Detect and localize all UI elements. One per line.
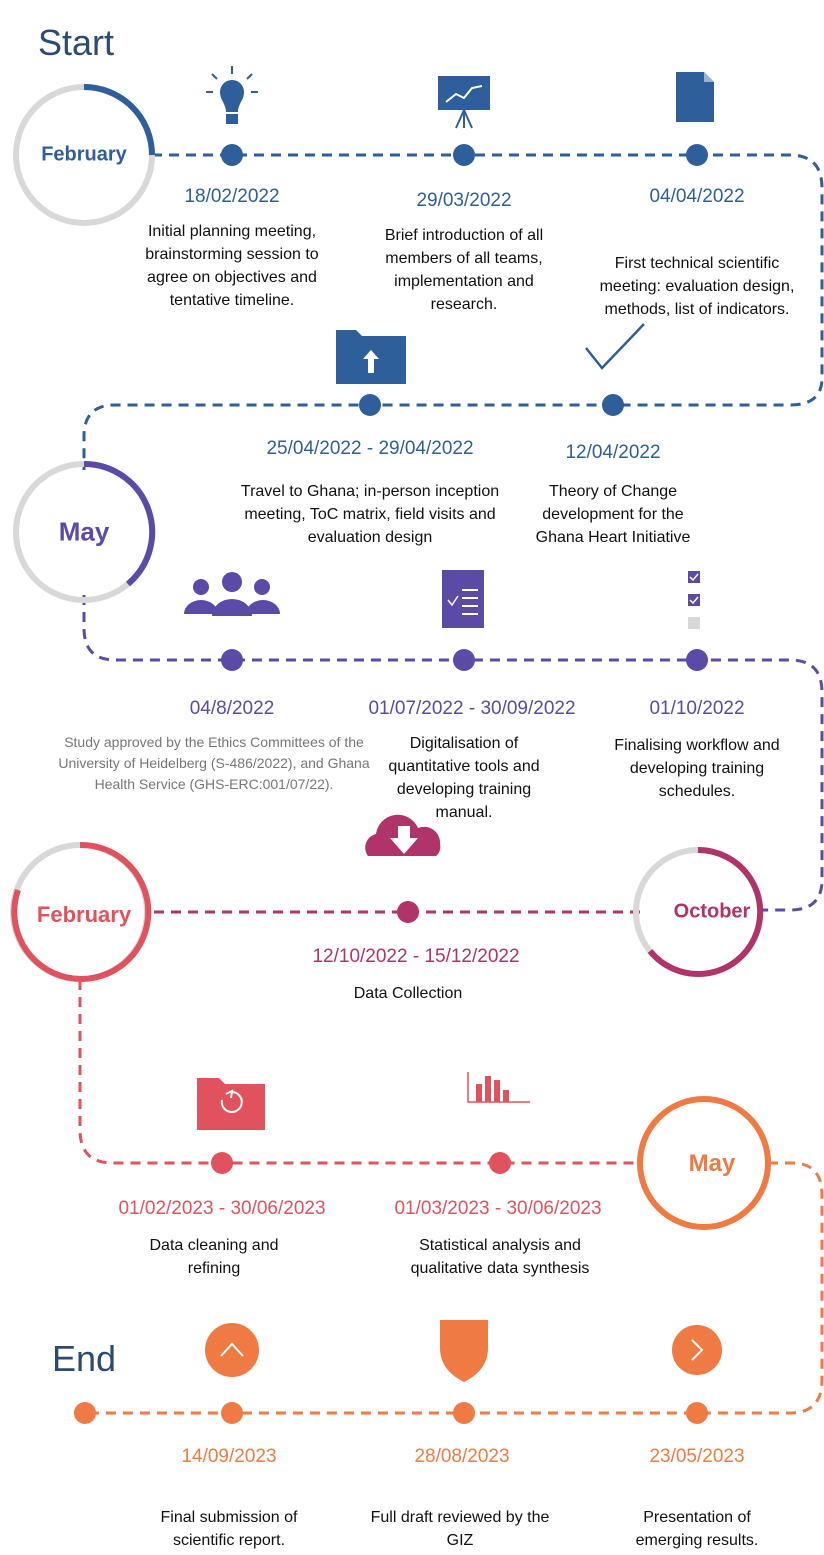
- notepad-checklist-icon: [442, 570, 484, 628]
- milestone-description: First technical scientific meeting: eval…: [599, 255, 795, 318]
- presentation-board-icon: [438, 76, 490, 129]
- milestone-date: 12/10/2022 - 15/12/2022: [312, 946, 520, 967]
- month-label-oct-2022: October: [673, 900, 751, 923]
- month-ring-may-2022: [13, 460, 156, 603]
- connector-row5: [85, 1161, 824, 1415]
- checkmark-icon: [585, 323, 645, 370]
- timeline-node: [74, 1402, 96, 1424]
- milestone-date: 04/04/2022: [649, 186, 745, 207]
- milestone-description: Data cleaning and refining: [149, 1237, 279, 1277]
- lightbulb-icon: [206, 66, 258, 124]
- milestone-description: Finalising workflow and developing train…: [614, 737, 780, 800]
- month-label-may-2022: May: [58, 516, 110, 547]
- milestone-description: Brief introduction of all members of all…: [384, 227, 544, 313]
- month-ring-oct-2022: [633, 846, 764, 977]
- folder-upload-icon: [336, 330, 406, 384]
- milestone-description: Study approved by the Ethics Committees …: [58, 734, 370, 792]
- end-label: End: [52, 1338, 117, 1379]
- milestone-date: 12/04/2022: [565, 442, 661, 463]
- connector-row2: [82, 595, 824, 912]
- month-ring-feb-2022: [13, 84, 155, 226]
- month-label-feb-2023: February: [36, 902, 132, 927]
- milestone-date: 29/03/2022: [416, 190, 512, 211]
- timeline-node: [453, 144, 475, 166]
- timeline-node: [221, 1402, 243, 1424]
- timeline-node: [686, 649, 708, 671]
- timeline-node: [602, 394, 624, 416]
- milestone-date: 14/09/2023: [181, 1446, 277, 1467]
- timeline-node: [686, 1402, 708, 1424]
- checklist-icon: [688, 571, 700, 629]
- milestone-date: 01/03/2023 - 30/06/2023: [394, 1198, 602, 1219]
- timeline-node: [453, 649, 475, 671]
- milestone-date: 18/02/2022: [184, 186, 280, 207]
- milestone-date: 23/05/2023: [649, 1446, 745, 1467]
- timeline-node: [489, 1152, 511, 1174]
- timeline-node: [453, 1402, 475, 1424]
- milestone-description: Presentation of emerging results.: [635, 1509, 759, 1549]
- connector-row1: [82, 153, 824, 470]
- milestone-date: 01/07/2022 - 30/09/2022: [368, 698, 576, 719]
- milestone-description: Travel to Ghana; in-person inception mee…: [240, 483, 500, 546]
- month-ring-may-2023: [637, 1096, 771, 1230]
- month-ring-feb-2023: [10, 841, 152, 982]
- milestone-description: Final submission of scientific report.: [160, 1509, 298, 1549]
- bar-chart-icon: [467, 1072, 530, 1103]
- connector-row4: [78, 980, 640, 1165]
- milestone-date: 28/08/2023: [414, 1446, 510, 1467]
- milestone-description: Digitalisation of quantitative tools and…: [388, 735, 540, 821]
- milestone-description: Initial planning meeting, brainstorming …: [145, 223, 319, 309]
- milestone-date: 25/04/2022 - 29/04/2022: [266, 438, 474, 459]
- timeline-node: [221, 144, 243, 166]
- month-label-may-2023: May: [688, 1150, 736, 1177]
- cloud-download-icon: [365, 814, 441, 856]
- milestone-date: 01/10/2022: [649, 698, 745, 719]
- document-icon: [676, 72, 714, 122]
- timeline-node: [397, 901, 419, 923]
- milestone-description: Data Collection: [353, 985, 463, 1002]
- timeline-node: [686, 144, 708, 166]
- milestone-description: Theory of Change development for the Gha…: [535, 483, 691, 546]
- timeline-node: [211, 1152, 233, 1174]
- month-label-feb-2022: February: [41, 143, 127, 166]
- milestone-description: Statistical analysis and qualitative dat…: [410, 1237, 590, 1277]
- timeline-node: [221, 649, 243, 671]
- milestone-date: 04/8/2022: [189, 698, 275, 719]
- chevron-up-circle-icon: [205, 1323, 259, 1377]
- shield-icon: [440, 1320, 488, 1382]
- timeline-node: [359, 394, 381, 416]
- milestone-description: Full draft reviewed by the GIZ: [370, 1509, 550, 1549]
- milestone-date: 01/02/2023 - 30/06/2023: [118, 1198, 326, 1219]
- people-group-icon: [184, 572, 280, 616]
- chevron-right-circle-icon: [672, 1325, 722, 1375]
- folder-refresh-icon: [197, 1078, 265, 1130]
- start-label: Start: [38, 22, 115, 63]
